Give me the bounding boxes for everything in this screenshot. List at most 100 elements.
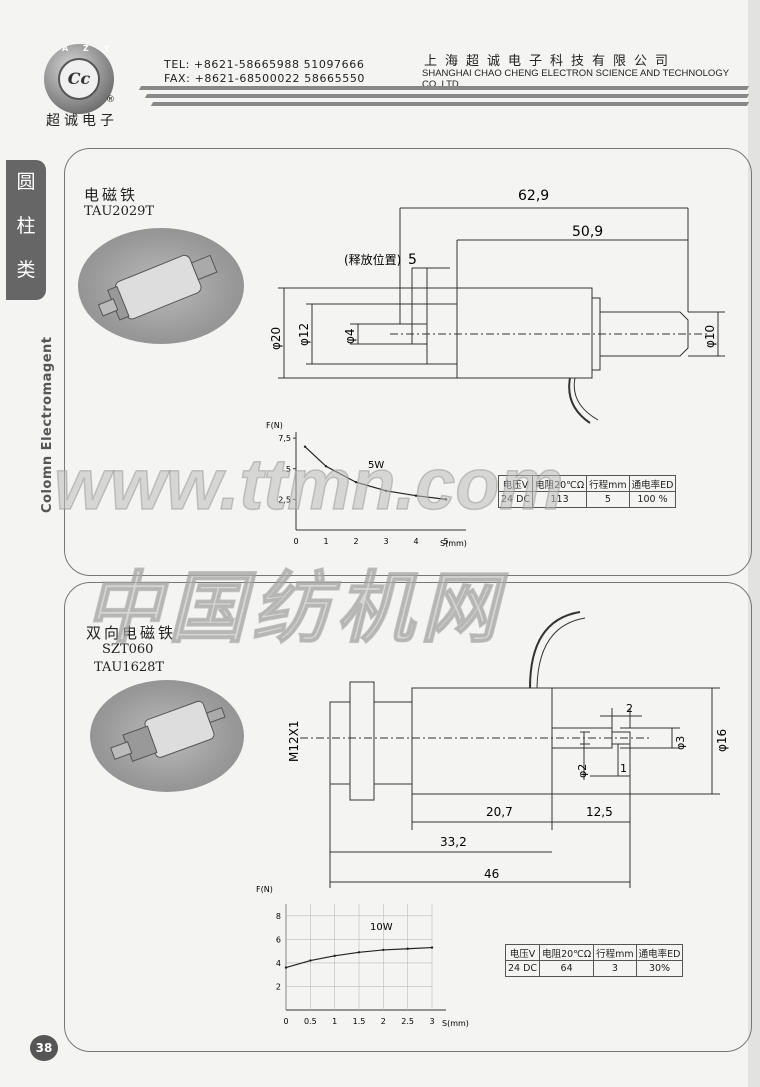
x-tick-label: 2 bbox=[353, 537, 358, 546]
data-point bbox=[284, 966, 288, 969]
product2-name: 双向电磁铁 bbox=[86, 624, 177, 642]
product2-dimension-drawing: M12X1 φ16 φ3 φ2 2 1 20,7 12,5 33,2 46 bbox=[287, 611, 729, 888]
registered-mark: ® bbox=[106, 95, 115, 105]
x-tick-label: 0 bbox=[283, 1017, 288, 1026]
spec-value: 30% bbox=[635, 960, 684, 977]
category-en-label: Colomn Electromagent bbox=[40, 336, 55, 513]
category-char: 类 bbox=[16, 259, 36, 281]
spec-header: 通电率ED bbox=[635, 944, 684, 961]
dim-d3: φ3 bbox=[674, 736, 687, 750]
brand-name: 超诚电子 bbox=[46, 113, 118, 129]
contact-info: TEL: +8621-58665988 51097666 FAX: +8621-… bbox=[164, 58, 365, 86]
company-name-cn: 上海超诚电子科技有限公司 bbox=[424, 54, 677, 69]
release-position-label: (释放位置) bbox=[344, 252, 401, 267]
dim-d4: φ4 bbox=[343, 328, 357, 344]
header-stripe bbox=[138, 86, 750, 90]
logo-ring-text: A Z Y bbox=[62, 44, 116, 53]
category-char: 柱 bbox=[16, 215, 36, 237]
dim-total-length: 62,9 bbox=[518, 188, 549, 204]
spec-value: 24 DC bbox=[504, 960, 541, 977]
y-tick-label: 5 bbox=[286, 465, 291, 474]
spec-header-row: 电压V 电阻20℃Ω 行程mm 通电率ED bbox=[504, 944, 684, 961]
tel-line: TEL: +8621-58665988 51097666 bbox=[164, 58, 365, 71]
x-tick-label: 1 bbox=[332, 1017, 337, 1026]
x-tick-label: 2 bbox=[381, 1017, 386, 1026]
logo-mark: Cc bbox=[58, 58, 100, 100]
dim-20-7: 20,7 bbox=[486, 805, 513, 819]
solenoid-photo-icon bbox=[110, 700, 226, 762]
watermark-cn: 中国纺机网 bbox=[83, 563, 505, 655]
dim-thread: M12X1 bbox=[287, 721, 301, 762]
header-stripe bbox=[144, 94, 750, 98]
data-point bbox=[333, 954, 336, 958]
chart2-ylabel: F(N) bbox=[256, 885, 273, 894]
dim-33-2: 33,2 bbox=[440, 835, 467, 849]
x-tick-label: 3 bbox=[429, 1017, 434, 1026]
data-point bbox=[303, 445, 307, 448]
x-tick-label: 0.5 bbox=[304, 1017, 317, 1026]
dim-d2: φ2 bbox=[576, 764, 589, 778]
series-line bbox=[304, 446, 447, 500]
data-point bbox=[357, 951, 361, 954]
dim-d20: φ20 bbox=[270, 327, 283, 350]
dim-46: 46 bbox=[484, 867, 499, 881]
company-name-en: SHANGHAI CHAO CHENG ELECTRON SCIENCE AND… bbox=[422, 68, 729, 90]
chart2-power-label: 10W bbox=[370, 922, 393, 933]
dim-body-length: 50,9 bbox=[572, 224, 603, 240]
product1-photo bbox=[78, 228, 244, 344]
data-point bbox=[444, 498, 448, 501]
x-tick-label: 0 bbox=[293, 537, 298, 546]
y-tick-label: 7,5 bbox=[278, 434, 291, 443]
spec-header: 通电率ED bbox=[628, 475, 677, 492]
chart1-ylabel: F(N) bbox=[266, 421, 283, 430]
solenoid-photo-icon bbox=[97, 254, 218, 321]
product2-spec-table: 电压V 电阻20℃Ω 行程mm 通电率ED 24 DC 64 3 30% bbox=[504, 944, 684, 977]
x-tick-label: 1.5 bbox=[353, 1017, 366, 1026]
data-point bbox=[414, 494, 418, 497]
spec-header-row: 电压V 电阻20℃Ω 行程mm 通电率ED bbox=[497, 475, 677, 492]
x-tick-label: 3 bbox=[383, 537, 388, 546]
dim-release-stroke: 5 bbox=[408, 252, 417, 268]
category-char: 圆 bbox=[16, 171, 36, 193]
y-tick-label: 8 bbox=[276, 912, 281, 921]
spec-value-row: 24 DC 113 5 100 % bbox=[497, 491, 677, 508]
y-tick-label: 6 bbox=[276, 935, 281, 944]
page-number: 38 bbox=[30, 1035, 58, 1061]
x-tick-label: 1 bbox=[323, 537, 328, 546]
y-tick-label: 2 bbox=[276, 982, 281, 991]
product2-model-2: TAU1628T bbox=[94, 660, 165, 675]
chart1-power-label: 5W bbox=[368, 460, 384, 471]
x-tick-label: 5 bbox=[443, 537, 448, 546]
spec-value: 64 bbox=[539, 960, 595, 977]
data-point bbox=[309, 959, 312, 962]
product2-photo bbox=[90, 680, 244, 792]
spec-header: 行程mm bbox=[586, 475, 630, 492]
dim-d16: φ16 bbox=[715, 729, 729, 752]
spec-value: 24 DC bbox=[497, 491, 534, 508]
category-tab: 圆 柱 类 bbox=[6, 160, 46, 300]
dim-d12: φ12 bbox=[297, 323, 311, 346]
spec-value: 5 bbox=[586, 491, 630, 508]
fax-line: FAX: +8621-68500022 58665550 bbox=[164, 72, 366, 85]
chart2-xlabel: S(mm) bbox=[442, 1019, 469, 1028]
x-tick-label: 2.5 bbox=[401, 1017, 414, 1026]
spec-header: 行程mm bbox=[593, 944, 637, 961]
y-tick-label: 4 bbox=[276, 959, 281, 968]
product1-dimension-drawing: 62,9 50,9 (释放位置) 5 φ20 φ12 φ4 φ10 bbox=[270, 188, 725, 424]
watermark-url: www.ttmn.com bbox=[53, 444, 564, 526]
product-panel-2 bbox=[64, 582, 752, 1052]
product-panel-1 bbox=[64, 148, 752, 576]
data-point bbox=[430, 946, 434, 949]
chart1-xlabel: S(mm) bbox=[440, 539, 467, 548]
data-point bbox=[354, 481, 358, 484]
dim-d10: φ10 bbox=[703, 325, 717, 348]
y-tick-label: 2,5 bbox=[278, 495, 291, 504]
data-point bbox=[384, 489, 388, 492]
dim-2mm: 2 bbox=[626, 702, 633, 715]
product2-model-1: SZT060 bbox=[102, 642, 154, 657]
spec-value-row: 24 DC 64 3 30% bbox=[504, 960, 684, 977]
spec-header: 电阻20℃Ω bbox=[539, 944, 595, 961]
product1-model: TAU2029T bbox=[84, 204, 155, 219]
header-stripe bbox=[150, 102, 750, 106]
